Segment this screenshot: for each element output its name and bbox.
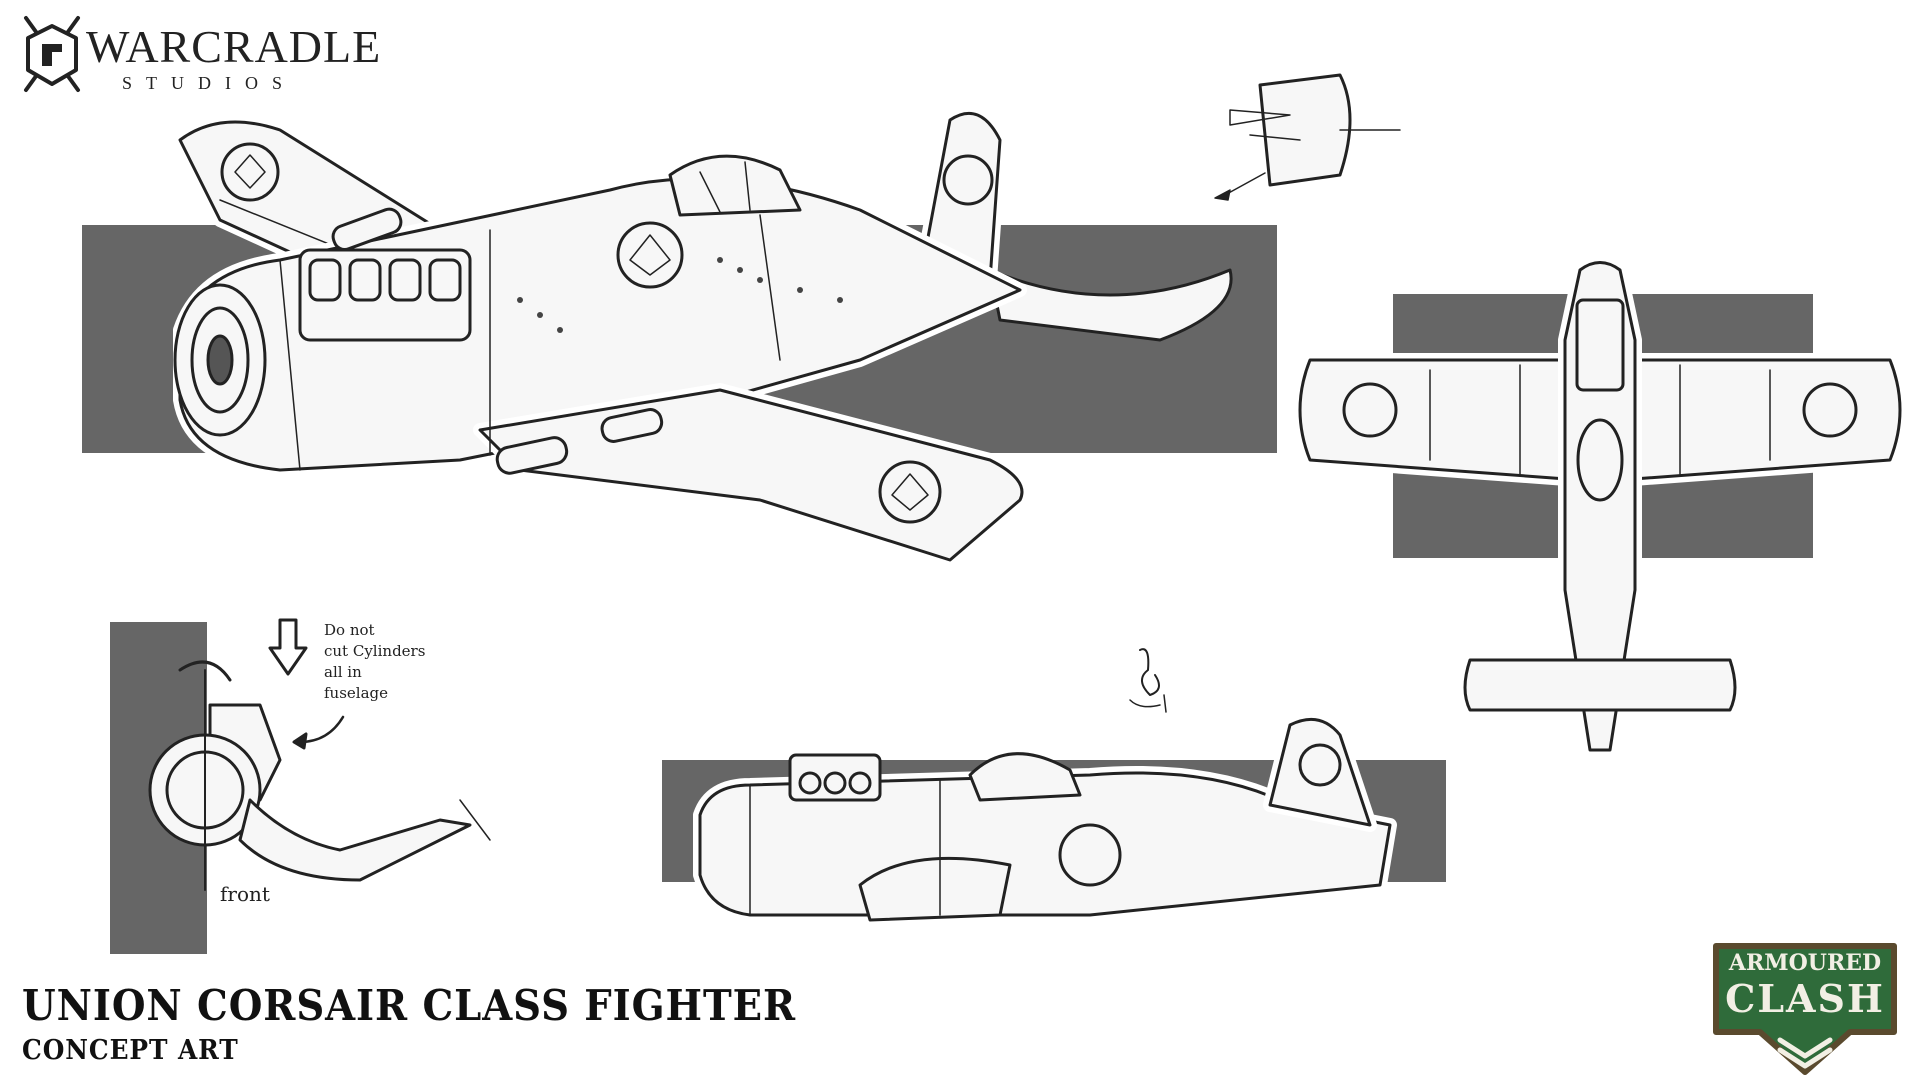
warcradle-shield-logo bbox=[24, 16, 80, 92]
product-logo-line2: CLASH bbox=[1725, 976, 1885, 1021]
product-logo-line1: ARMOURED bbox=[1728, 950, 1882, 976]
title-main: UNION CORSAIR CLASS FIGHTER bbox=[22, 981, 797, 1030]
front-view-label: front bbox=[220, 882, 270, 906]
down-arrow-icon bbox=[268, 618, 308, 676]
aircraft-front-view-sketch bbox=[148, 660, 491, 891]
aircraft-perspective-sketch bbox=[173, 106, 1233, 567]
artist-signature bbox=[1129, 648, 1167, 713]
warcradle-logo: WARCRADLE STUDIOS bbox=[18, 14, 380, 94]
brand-subtitle: STUDIOS bbox=[122, 73, 297, 93]
aircraft-side-view-sketch bbox=[693, 712, 1397, 922]
cylinders-annotation: Do not cut Cylinders all in fuselage bbox=[324, 621, 426, 702]
armoured-clash-badge bbox=[1713, 943, 1897, 1075]
brand-name: WARCRADLE bbox=[86, 21, 382, 72]
armoured-clash-logo: ARMOURED CLASH bbox=[1710, 940, 1900, 1075]
propeller-hub-detail-sketch bbox=[1214, 73, 1401, 201]
aircraft-top-view-sketch bbox=[1293, 255, 1907, 757]
curved-arrow-icon bbox=[292, 715, 345, 750]
title-block: UNION CORSAIR CLASS FIGHTER CONCEPT ART bbox=[22, 981, 863, 1066]
title-subtitle: CONCEPT ART bbox=[22, 1035, 239, 1066]
